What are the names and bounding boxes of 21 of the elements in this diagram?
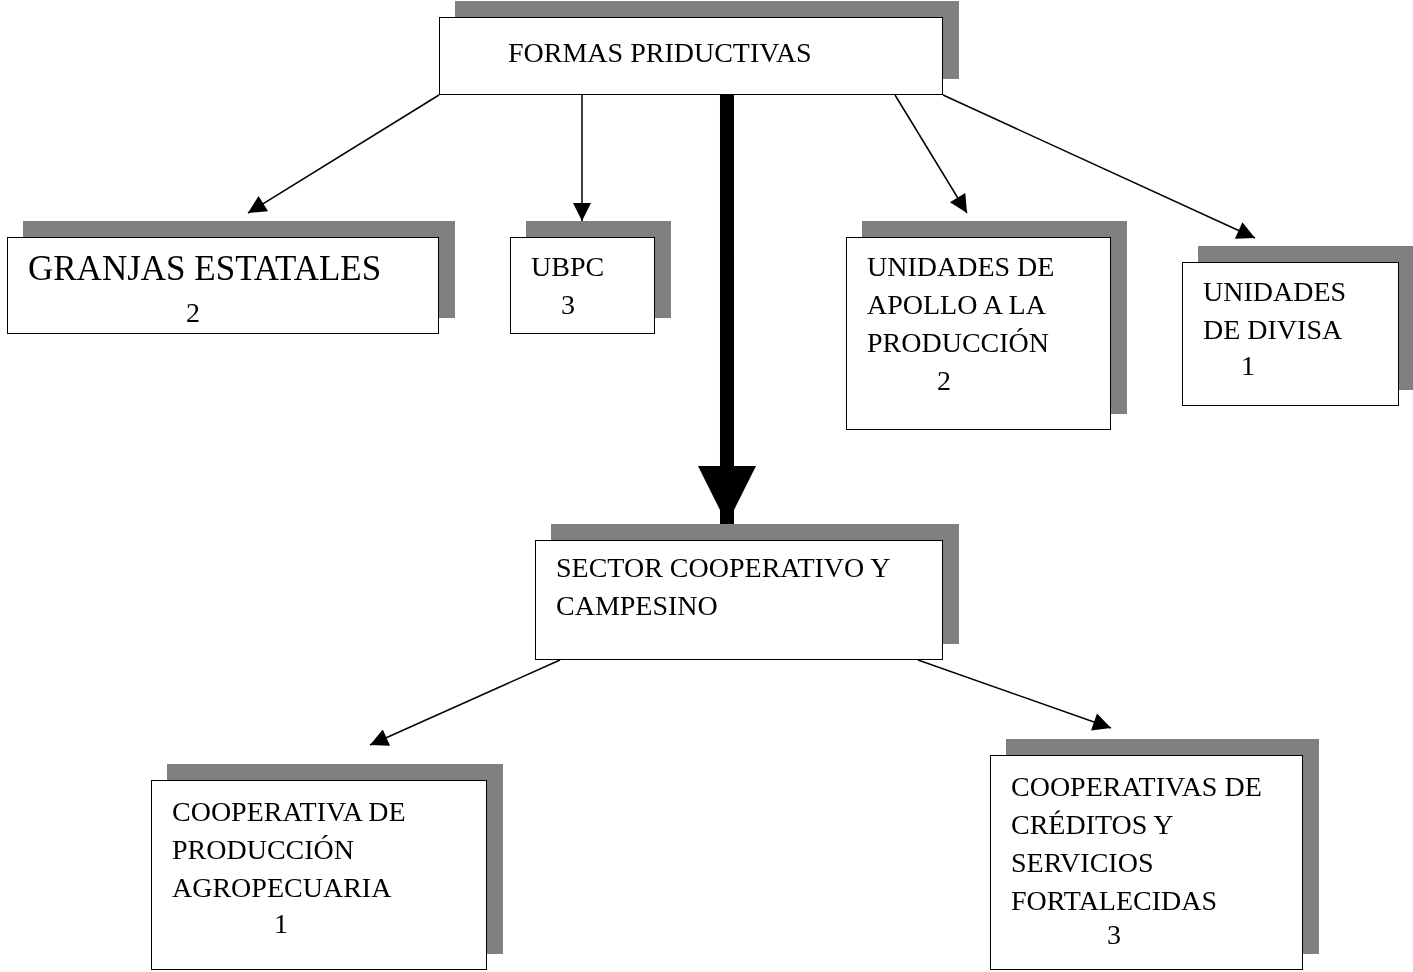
box-number: 2 bbox=[186, 296, 201, 330]
box-number: 2 bbox=[937, 364, 952, 398]
arrow bbox=[917, 659, 1112, 731]
arrow bbox=[369, 659, 561, 746]
box-title: COOPERATIVAS DE CRÉDITOS Y SERVICIOS FORTALECIDAS bbox=[1011, 770, 1263, 918]
box-title: GRANJAS ESTATALES bbox=[28, 250, 383, 288]
box-number: 3 bbox=[1107, 918, 1122, 952]
box-number: 1 bbox=[274, 907, 289, 941]
arrow bbox=[894, 94, 968, 214]
box-title: UBPC bbox=[531, 250, 606, 284]
arrow bbox=[247, 94, 440, 214]
box-number: 3 bbox=[561, 288, 576, 322]
box-title: SECTOR COOPERATIVO Y CAMPESINO bbox=[556, 551, 891, 623]
box-title: COOPERATIVA DE PRODUCCIÓN AGROPECUARIA bbox=[172, 795, 407, 905]
box-number: 1 bbox=[1241, 349, 1256, 383]
box-title: FORMAS PRIDUCTIVAS bbox=[508, 36, 813, 70]
arrow bbox=[698, 95, 756, 524]
arrow bbox=[942, 94, 1256, 239]
arrow bbox=[573, 94, 591, 222]
box-title: UNIDADES DE APOLLO A LA PRODUCCIÓN bbox=[867, 250, 1056, 360]
box-title: UNIDADES DE DIVISA bbox=[1203, 275, 1348, 347]
